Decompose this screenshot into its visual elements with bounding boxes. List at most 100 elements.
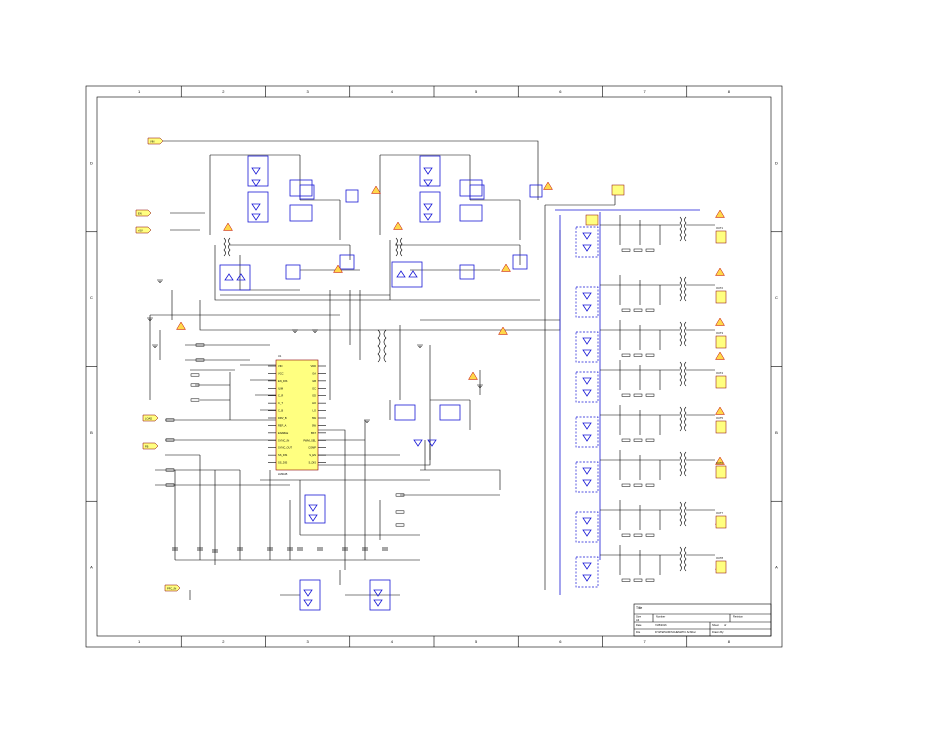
- title-label: Title: [636, 606, 642, 610]
- ground-symbol: [157, 279, 163, 283]
- transformer-coil: [679, 451, 687, 477]
- ground-symbol: [152, 344, 158, 348]
- mid-bridges: [219, 184, 543, 291]
- ground-symbol: [292, 329, 298, 333]
- rectifier-bridge: [575, 416, 599, 448]
- port-load[interactable]: LOAD: [142, 414, 159, 422]
- title-block: Title Size A3 Number Revision Date 7/28/…: [633, 603, 772, 637]
- resistor: [165, 483, 175, 487]
- rectifier-bridge: [575, 286, 599, 318]
- output-connector[interactable]: [715, 230, 727, 244]
- output-connector[interactable]: [715, 560, 727, 574]
- capacitors: [147, 279, 483, 553]
- resistor: [395, 510, 405, 514]
- transformer-coil: [679, 546, 687, 572]
- warning-icon: [715, 406, 725, 415]
- port-en-label: EN: [138, 212, 142, 216]
- ic-pin-left: ILIM: [278, 386, 283, 390]
- zone-label-right: A: [775, 565, 778, 570]
- zone-label-top: 7: [644, 89, 647, 94]
- ic-designator: U1: [278, 354, 282, 358]
- output-connector-label: OUT8: [716, 556, 723, 560]
- port-vin[interactable]: VIN: [147, 137, 164, 145]
- output-connector-label: OUT3: [716, 331, 723, 335]
- file-value: D:\STEPLDR\SCHEMATIC.SchDoc: [655, 630, 697, 634]
- output-connector[interactable]: [715, 515, 727, 529]
- outer-border: [85, 85, 783, 648]
- ic-pin-left: SYNC_OUT: [278, 446, 293, 450]
- output-connector[interactable]: [715, 420, 727, 434]
- port-5v[interactable]: +5V: [135, 226, 152, 234]
- warning-icon: [715, 456, 725, 465]
- transformer-coil: [679, 276, 687, 302]
- output-connector[interactable]: [715, 335, 727, 349]
- ic-pin-right: PWM_SEL: [303, 438, 316, 442]
- output-wiring: [600, 360, 715, 390]
- resistor: [645, 248, 655, 252]
- resistor: [190, 383, 200, 387]
- transformer-coil: [679, 216, 687, 242]
- output-wiring: [600, 215, 715, 245]
- zone-label-bottom: 4: [391, 639, 394, 644]
- output-wiring: [600, 320, 715, 350]
- ic-pin-right: HO: [312, 401, 316, 405]
- diode-icon: [582, 562, 592, 582]
- zone-label-bottom: 5: [475, 639, 478, 644]
- resistor: [190, 398, 200, 402]
- rectifier-bridge: [575, 461, 599, 493]
- zone-label-top: 2: [222, 89, 225, 94]
- resistor: [165, 468, 175, 472]
- diode-icon: [582, 337, 592, 357]
- sheet-label: Sheet: [712, 623, 719, 627]
- ic-part-number: LM3445: [278, 472, 288, 476]
- output-connector[interactable]: [715, 375, 727, 389]
- zone-label-left: D: [90, 160, 93, 165]
- transformer-coil: [679, 321, 687, 347]
- resistor: [633, 353, 643, 357]
- zone-label-bottom: 7: [644, 639, 647, 644]
- zone-label-top: 6: [559, 89, 562, 94]
- port-fb-label: FB: [145, 445, 149, 449]
- rectifier-bridge: [575, 331, 599, 363]
- date-label: Date: [636, 623, 642, 627]
- ground-symbol: [417, 344, 423, 348]
- size-value: A3: [636, 618, 640, 622]
- warning-icon: [371, 185, 381, 194]
- resistor: [633, 248, 643, 252]
- resistor: [195, 343, 205, 347]
- port-fb[interactable]: FB: [142, 442, 159, 450]
- output-connector[interactable]: [715, 465, 727, 479]
- controller-ic-body: [275, 359, 319, 471]
- port-en[interactable]: EN: [135, 209, 152, 217]
- warning-icon: [715, 267, 725, 276]
- ic-pin-left: VCC: [278, 371, 284, 375]
- resistor: [395, 493, 405, 497]
- zone-label-left: A: [90, 565, 93, 570]
- resistor: [633, 438, 643, 442]
- port-pfc[interactable]: PFC_IN: [164, 584, 181, 592]
- warning-icon: [715, 351, 725, 360]
- zone-label-top: 1: [138, 89, 141, 94]
- component-top-right[interactable]: [585, 184, 625, 226]
- rectifier-bridge: [575, 371, 599, 403]
- zone-label-left: B: [90, 430, 93, 435]
- rectifier-bridge: [575, 511, 599, 543]
- diode-icon: [582, 422, 592, 442]
- transformer-coil: [679, 501, 687, 527]
- output-connector-label: OUT7: [716, 511, 723, 515]
- resistor: [645, 393, 655, 397]
- ic-pin-right: GC: [312, 386, 316, 390]
- ic-pin-right: COMP: [308, 446, 316, 450]
- diode-icon: [582, 232, 592, 252]
- transformer-coil: [679, 406, 687, 432]
- ic-pin-left: C_T: [278, 401, 283, 405]
- output-connector[interactable]: [715, 290, 727, 304]
- warning-icon: [468, 371, 478, 380]
- size-label: Size: [636, 615, 642, 619]
- resistor: [621, 353, 631, 357]
- output-connector-label: OUT2: [716, 286, 723, 290]
- ic-pin-right: GA: [312, 371, 316, 375]
- controller-wiring: [149, 290, 501, 600]
- resistor: [633, 483, 643, 487]
